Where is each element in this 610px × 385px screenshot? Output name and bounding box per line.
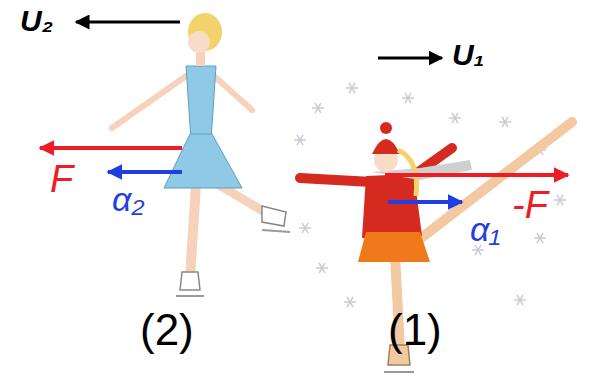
force-label: -F [512, 186, 548, 224]
acceleration-label: α₁ [470, 212, 500, 246]
velocity-arrow [76, 21, 180, 24]
velocity-arrow [378, 57, 442, 60]
snowflake [346, 83, 358, 93]
snowflake [344, 297, 356, 307]
snowflake [316, 263, 328, 273]
snowflake [299, 223, 311, 233]
force-arrow [40, 146, 182, 150]
skater-figure [300, 122, 572, 372]
snowflake [449, 113, 461, 123]
snowflake [554, 195, 566, 205]
snowflake [294, 135, 306, 145]
force-arrow [385, 173, 568, 177]
skater-figure [112, 13, 290, 296]
snowflake [534, 233, 546, 243]
snowflake [472, 245, 484, 255]
acceleration-arrow [108, 170, 182, 174]
acceleration-label: α₂ [112, 182, 144, 216]
snowflake [312, 103, 324, 113]
skater-number: (2) [140, 308, 194, 352]
velocity-label: U₁ [452, 40, 484, 70]
skater-number: (1) [388, 308, 442, 352]
snowflake [499, 117, 511, 127]
force-label: F [50, 160, 73, 198]
velocity-label: U₂ [20, 6, 53, 36]
snowflake [402, 93, 414, 103]
acceleration-arrow [388, 200, 462, 204]
snowflakes [294, 83, 566, 307]
snowflake [514, 295, 526, 305]
